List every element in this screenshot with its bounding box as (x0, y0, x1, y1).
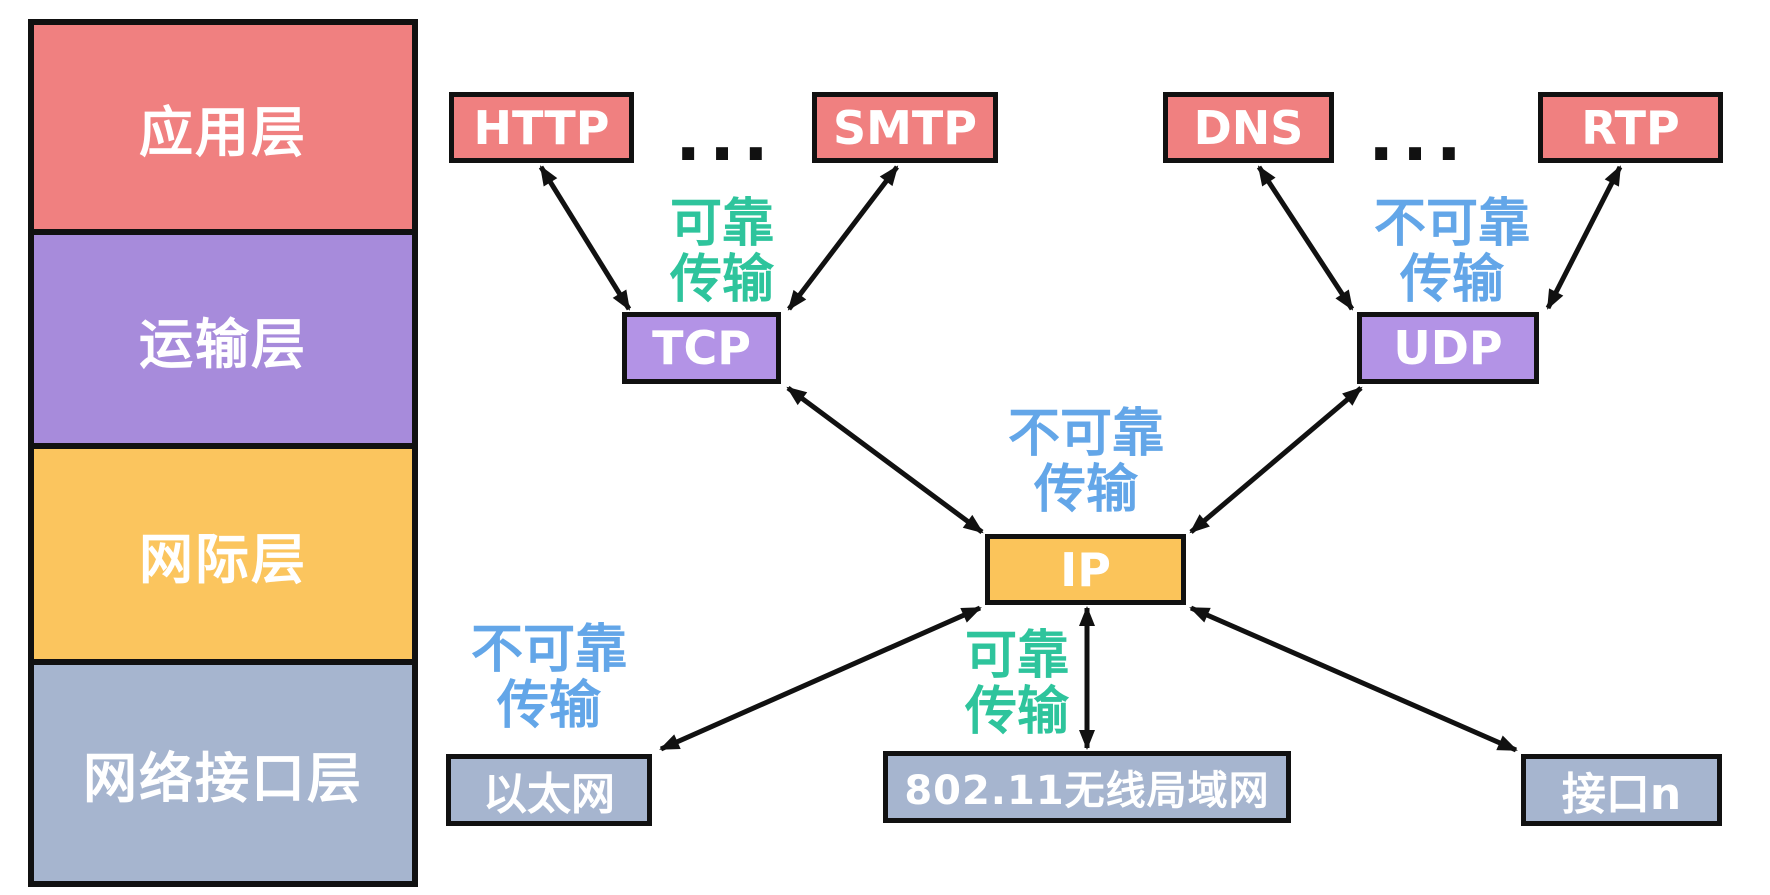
annotation-line: 不可靠 (1007, 404, 1165, 464)
ellipsis-left: ... (675, 98, 777, 177)
layer-internet-label: 网际层 (139, 527, 307, 591)
node-wlan-80211-label: 802.11无线局域网 (904, 768, 1270, 814)
arrow-dns-udp (1256, 165, 1355, 311)
node-udp-label: UDP (1393, 321, 1503, 375)
annotation-line: 传输 (1033, 460, 1139, 520)
layer-application: 应用层 (28, 19, 418, 235)
node-http-label: HTTP (473, 100, 610, 155)
node-interface-n-label: 接口n (1561, 769, 1682, 820)
node-ip-label: IP (1060, 542, 1111, 597)
arrow-rtp-udp (1545, 165, 1623, 310)
annotation-line: 可靠 (964, 626, 1070, 686)
ellipsis-right: ... (1368, 98, 1470, 177)
arrow-ip-interfacen (1189, 605, 1518, 753)
annotation-line: 传输 (1399, 250, 1505, 310)
node-ip: IP (985, 534, 1186, 605)
arrow-smtp-tcp (787, 165, 899, 311)
node-smtp-label: SMTP (833, 100, 977, 155)
node-wlan-80211: 802.11无线局域网 (883, 751, 1291, 823)
layer-transport: 运输层 (28, 229, 418, 449)
annotation-line: 不可靠 (470, 620, 628, 680)
node-rtp: RTP (1538, 92, 1723, 163)
annotation-reliable-wlan: 可靠 传输 (965, 628, 1069, 740)
annotation-unreliable-ethernet: 不可靠 传输 (471, 622, 627, 734)
layer-network-interface: 网络接口层 (28, 659, 418, 887)
node-rtp-label: RTP (1581, 100, 1680, 155)
node-http: HTTP (449, 92, 634, 163)
layer-internet: 网际层 (28, 443, 418, 665)
node-ethernet: 以太网 (446, 754, 652, 826)
arrow-tcp-ip (786, 385, 984, 535)
annotation-line: 不可靠 (1373, 194, 1531, 254)
node-dns-label: DNS (1193, 100, 1304, 155)
arrow-udp-ip (1189, 386, 1363, 534)
annotation-line: 传输 (496, 676, 602, 736)
layer-transport-label: 运输层 (139, 312, 307, 376)
layer-network-interface-label: 网络接口层 (83, 746, 363, 810)
node-smtp: SMTP (812, 92, 998, 163)
annotation-line: 传输 (964, 682, 1070, 742)
annotation-line: 传输 (669, 250, 775, 310)
annotation-line: 可靠 (669, 194, 775, 254)
node-udp: UDP (1357, 312, 1539, 384)
node-ethernet-label: 以太网 (483, 769, 615, 820)
annotation-unreliable-udp: 不可靠 传输 (1374, 196, 1530, 308)
annotation-reliable-tcp: 可靠 传输 (670, 196, 774, 308)
node-tcp-label: TCP (652, 321, 751, 375)
node-dns: DNS (1163, 92, 1334, 163)
arrow-ip-ethernet (659, 605, 982, 752)
layer-application-label: 应用层 (139, 100, 307, 164)
arrow-http-tcp (538, 165, 632, 311)
node-tcp: TCP (622, 312, 781, 384)
annotation-unreliable-ip: 不可靠 传输 (1008, 406, 1164, 518)
node-interface-n: 接口n (1521, 754, 1722, 826)
